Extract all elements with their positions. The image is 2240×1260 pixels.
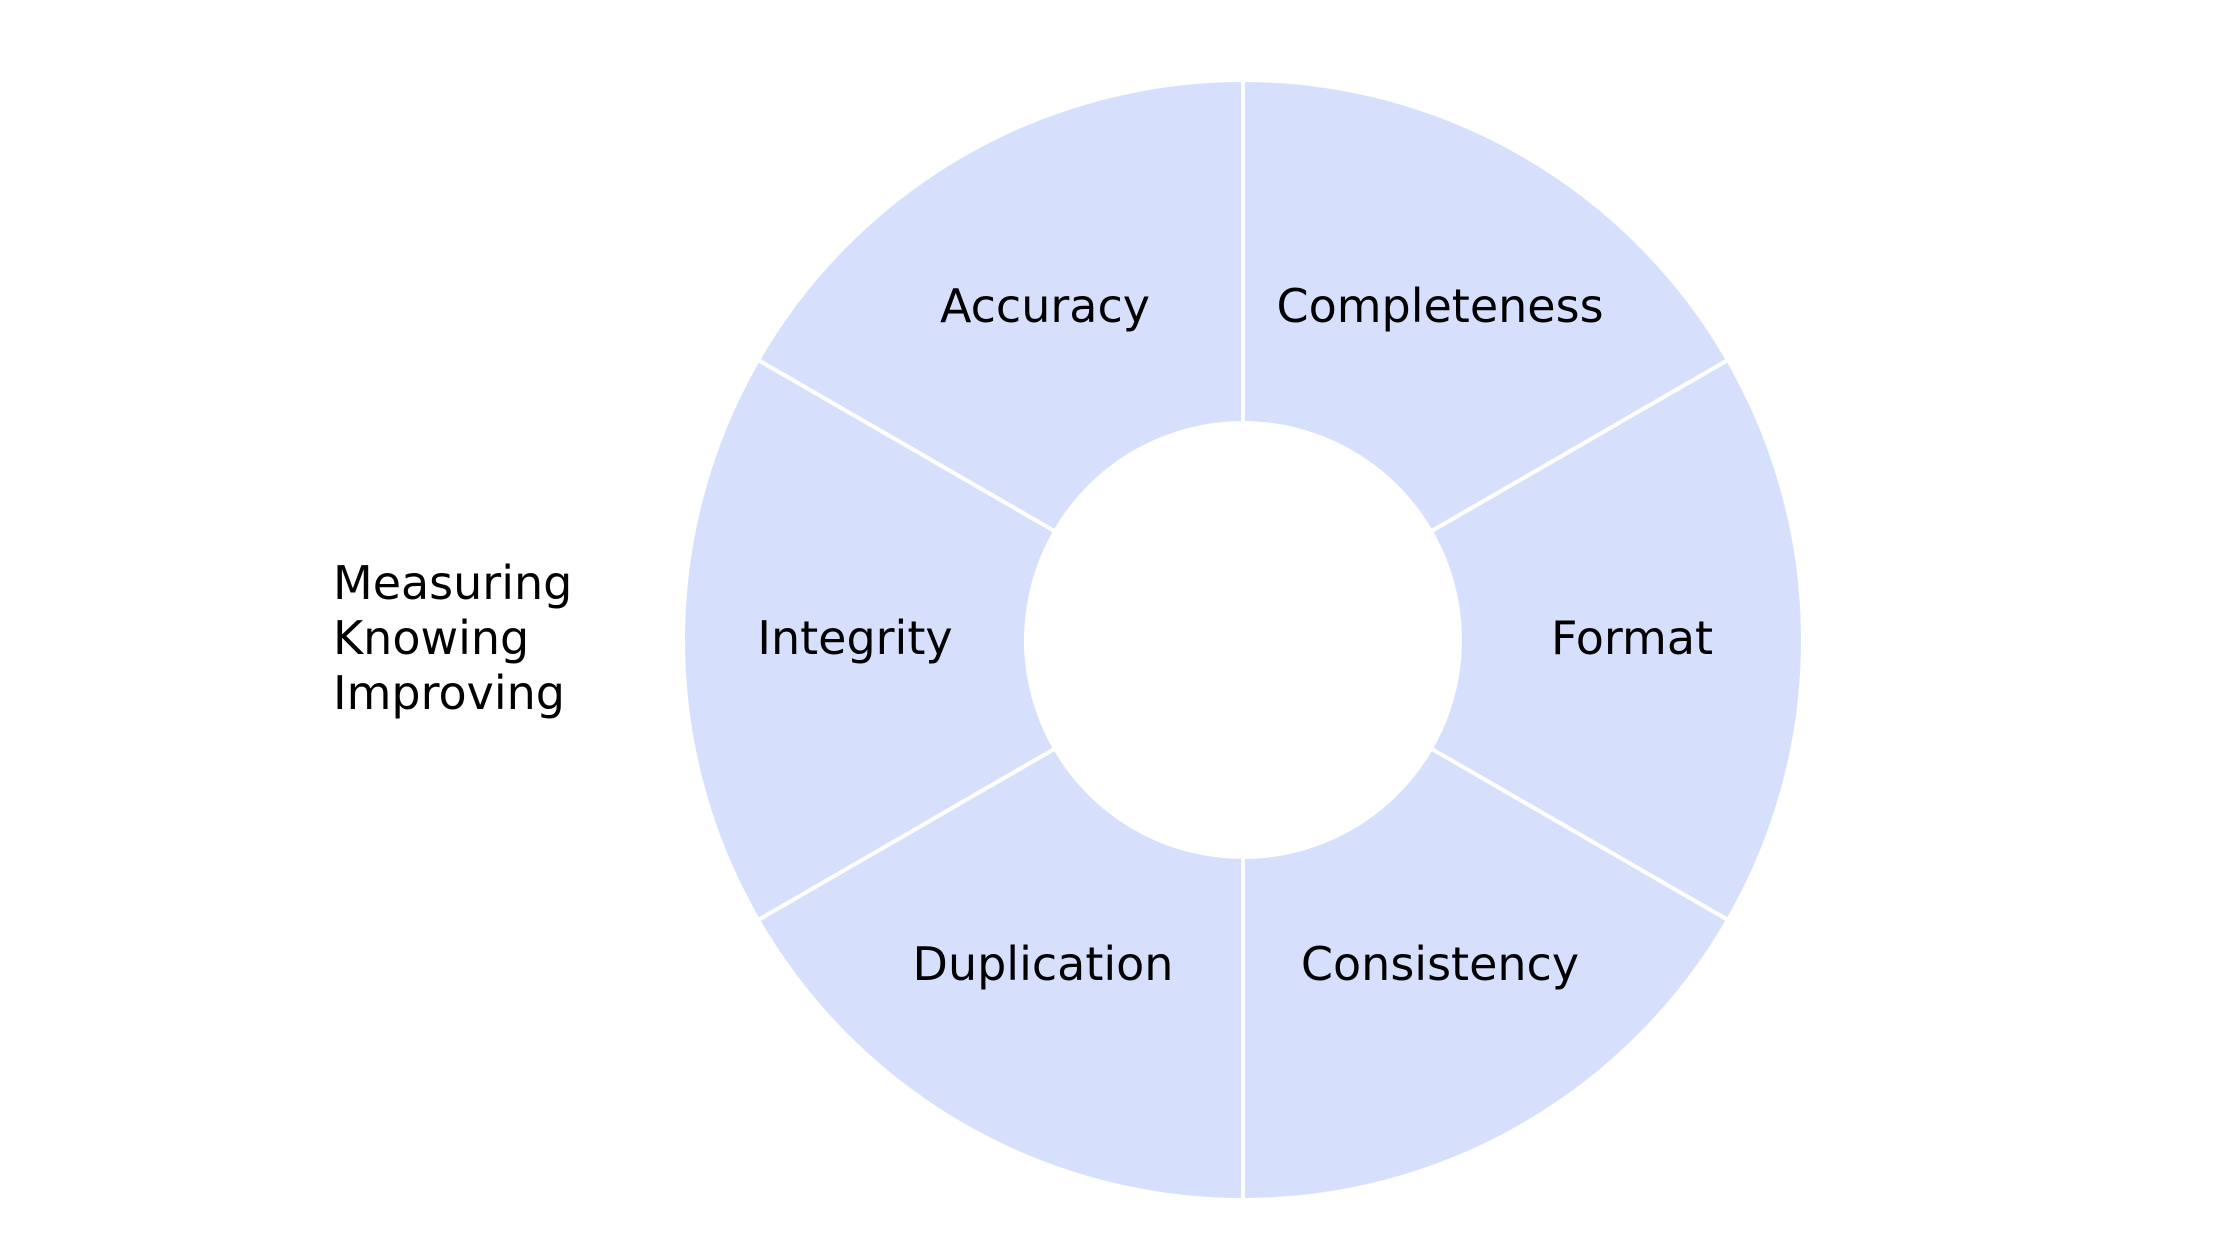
ring-segment-accuracy: [755, 77, 1245, 535]
ring-segment-duplication: [755, 745, 1245, 1203]
side-text-line-measuring: Measuring: [333, 556, 573, 610]
side-text-block: Measuring Knowing Improving: [333, 556, 572, 721]
segment-label-completeness: Completeness: [1276, 279, 1603, 333]
ring-segment-integrity: [681, 357, 1058, 923]
segment-label-duplication: Duplication: [913, 937, 1174, 991]
segment-label-format: Format: [1551, 611, 1713, 665]
segment-label-consistency: Consistency: [1301, 937, 1579, 991]
side-text-line-knowing: Knowing: [333, 611, 530, 665]
side-text-line-improving: Improving: [333, 666, 565, 720]
segment-label-integrity: Integrity: [757, 611, 952, 665]
segment-label-accuracy: Accuracy: [940, 279, 1150, 333]
ring-segment-format: [1428, 357, 1805, 923]
ring-segment-consistency: [1241, 745, 1731, 1203]
ring-segment-completeness: [1241, 77, 1731, 535]
